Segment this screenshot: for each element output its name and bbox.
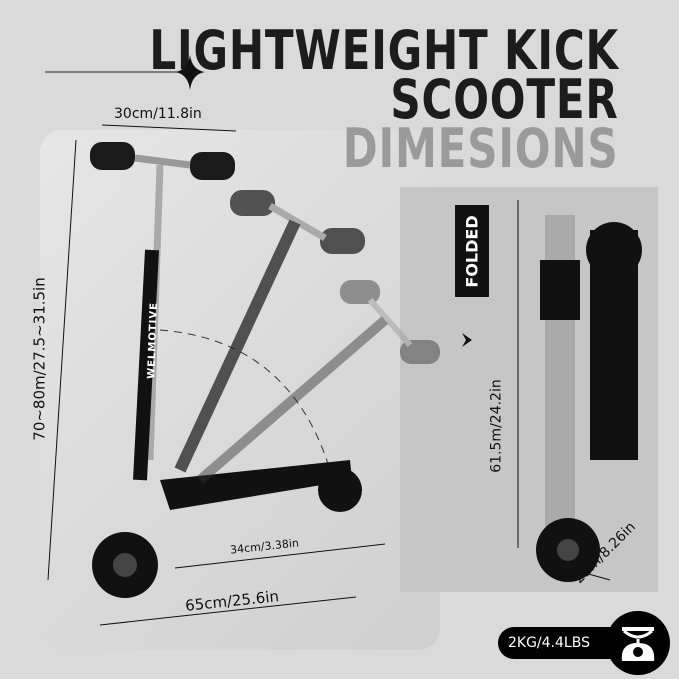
folded-label: FOLDED (462, 214, 482, 288)
scooter-tilted (174, 190, 365, 473)
deck-arrow (174, 543, 386, 569)
scooter-folded (536, 215, 642, 582)
width-arrow (101, 124, 237, 132)
folded-badge: FOLDED (455, 205, 489, 297)
scooter-upright (90, 142, 362, 598)
handlebar-width-label: 30cm/11.8in (114, 106, 202, 122)
weight-label: 2KG/4.4LBS (508, 635, 590, 651)
length-arrow (99, 596, 357, 626)
arrow-right-icon (462, 333, 472, 347)
height-label: 70~80m/27.5~31.5in (30, 277, 49, 441)
folded-height-label: 61.5m/24.2in (488, 379, 505, 473)
title-line-3: DIMESIONS (343, 117, 619, 180)
title-line-1: LIGHTWEIGHT KICK (149, 19, 619, 82)
height-arrow (47, 139, 77, 581)
title-line-2: SCOOTER (390, 68, 619, 131)
scooter-low (196, 280, 440, 484)
sparkle-icon (175, 55, 205, 90)
scale-icon (606, 611, 670, 675)
fold-arc (159, 329, 331, 471)
